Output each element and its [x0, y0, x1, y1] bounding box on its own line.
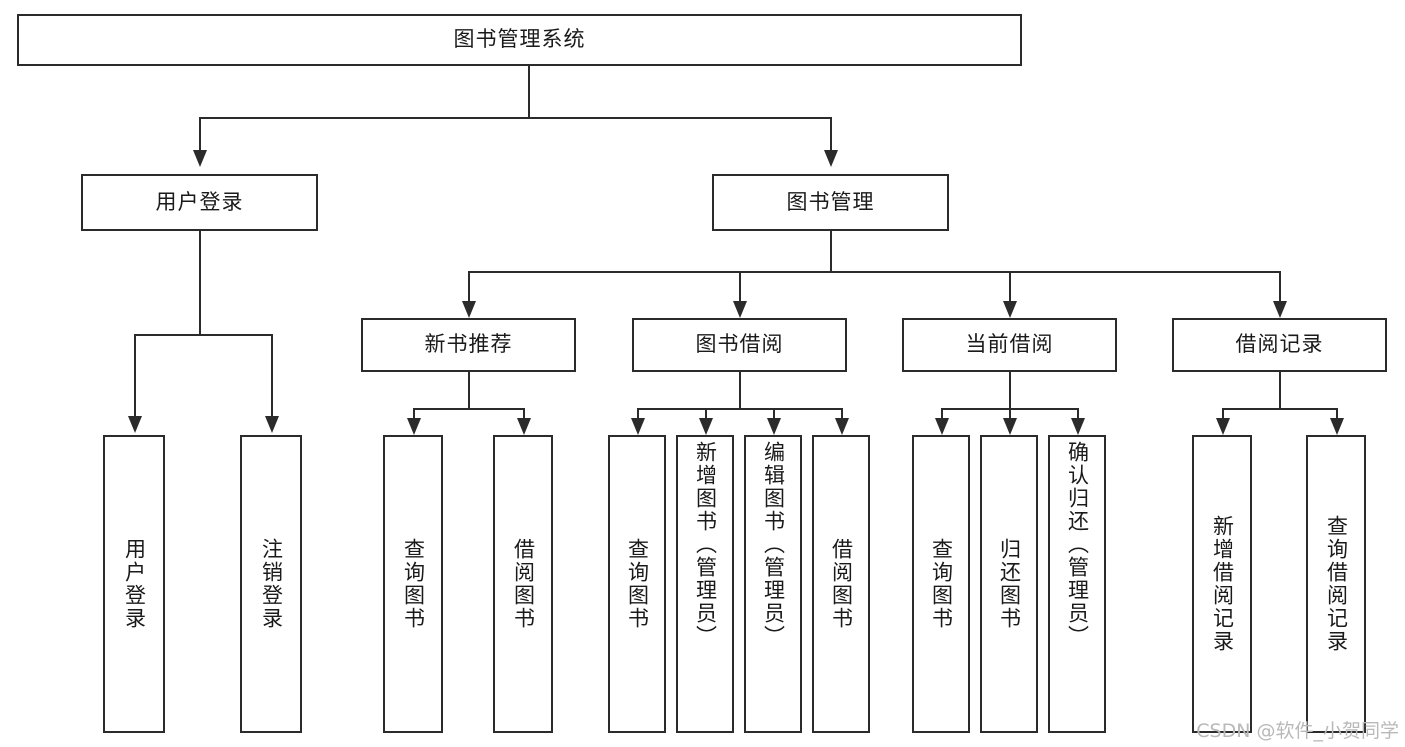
leaf-cb-query-book[interactable]: 查询图书 [912, 435, 970, 733]
connector-current-borrow-stem [1009, 372, 1011, 410]
leaf-label: 用户登录 [122, 538, 147, 630]
arrowhead-br-query [1330, 418, 1344, 435]
connector-drop-bb-add [705, 408, 707, 424]
connector-drop-bb-query [637, 408, 639, 424]
leaf-label: 查询借阅记录 [1324, 515, 1349, 653]
node-label: 借阅记录 [1235, 332, 1324, 357]
arrowhead-book-borrow [733, 301, 747, 318]
leaf-br-query-record[interactable]: 查询借阅记录 [1306, 435, 1366, 733]
node-label: 图书借阅 [695, 332, 784, 357]
connector-drop-user-login [199, 117, 201, 152]
node-label: 当前借阅 [965, 332, 1054, 357]
connector-drop-new-book [468, 271, 470, 303]
arrowhead-cb-confirm [1071, 418, 1085, 435]
leaf-logout[interactable]: 注销登录 [240, 435, 302, 733]
arrowhead-cb-return [1003, 418, 1017, 435]
arrowhead-user-login [193, 150, 207, 167]
leaf-label: 编辑图书（管理员） [761, 441, 786, 648]
node-root-system[interactable]: 图书管理系统 [17, 14, 1022, 66]
leaf-bb-query-book[interactable]: 查询图书 [608, 435, 666, 733]
node-book-borrow[interactable]: 图书借阅 [632, 318, 847, 372]
connector-level1-bus [199, 117, 831, 119]
arrowhead-current-borrow [1003, 301, 1017, 318]
connector-drop-cb-return [1009, 408, 1011, 424]
node-label: 新书推荐 [424, 332, 513, 357]
connector-new-book-bus [413, 408, 524, 410]
leaf-label: 注销登录 [259, 538, 284, 630]
connector-borrow-record-stem [1279, 372, 1281, 410]
connector-drop-leaf-user-login [134, 334, 136, 418]
connector-drop-leaf-logout [271, 334, 273, 418]
leaf-label: 新增图书（管理员） [693, 441, 718, 648]
connector-drop-nb-borrow [523, 408, 525, 424]
connector-book-borrow-stem [739, 372, 741, 410]
leaf-nb-query-book[interactable]: 查询图书 [383, 435, 443, 733]
arrowhead-cb-query [935, 418, 949, 435]
connector-drop-nb-query [413, 408, 415, 424]
arrowhead-bb-query [631, 418, 645, 435]
arrowhead-borrow-record [1273, 301, 1287, 318]
connector-root-stem [528, 66, 530, 118]
arrowhead-bb-borrow [835, 418, 849, 435]
connector-drop-bb-edit [773, 408, 775, 424]
connector-new-book-stem [468, 372, 470, 410]
connector-drop-current-borrow [1009, 271, 1011, 303]
leaf-label: 新增借阅记录 [1210, 515, 1235, 653]
leaf-user-login[interactable]: 用户登录 [103, 435, 165, 733]
connector-drop-bb-borrow [841, 408, 843, 424]
arrowhead-nb-borrow [517, 418, 531, 435]
node-label: 用户登录 [155, 189, 244, 214]
node-label: 图书管理系统 [453, 27, 586, 52]
leaf-label: 借阅图书 [829, 538, 854, 630]
connector-drop-book-manage [830, 117, 832, 152]
leaf-label: 查询图书 [929, 538, 954, 630]
arrowhead-leaf-user-login [128, 416, 142, 433]
leaf-label: 归还图书 [997, 538, 1022, 630]
connector-book-borrow-bus [637, 408, 843, 410]
connector-drop-book-borrow [739, 271, 741, 303]
connector-user-login-stem [199, 231, 201, 335]
node-label: 图书管理 [786, 189, 875, 214]
leaf-label: 查询图书 [401, 538, 426, 630]
node-book-manage[interactable]: 图书管理 [712, 174, 949, 231]
connector-drop-borrow-record [1279, 271, 1281, 303]
node-new-book-recommend[interactable]: 新书推荐 [361, 318, 576, 372]
connector-drop-br-add [1222, 408, 1224, 424]
arrowhead-bb-add [699, 418, 713, 435]
connector-drop-cb-confirm [1077, 408, 1079, 424]
leaf-br-add-record[interactable]: 新增借阅记录 [1192, 435, 1252, 733]
arrowhead-new-book [462, 301, 476, 318]
node-current-borrow[interactable]: 当前借阅 [902, 318, 1117, 372]
arrowhead-leaf-logout [265, 416, 279, 433]
arrowhead-nb-query [407, 418, 421, 435]
csdn-watermark: CSDN @软件_小贺同学 [1196, 720, 1399, 742]
connector-level2-bus [468, 271, 1280, 273]
connector-borrow-record-bus [1222, 408, 1337, 410]
leaf-bb-borrow-book[interactable]: 借阅图书 [812, 435, 870, 733]
leaf-cb-confirm-return[interactable]: 确认归还（管理员） [1048, 435, 1106, 733]
connector-book-manage-stem [830, 231, 832, 273]
leaf-bb-edit-book[interactable]: 编辑图书（管理员） [744, 435, 802, 733]
connector-user-login-bus [134, 334, 272, 336]
connector-drop-br-query [1336, 408, 1338, 424]
node-user-login[interactable]: 用户登录 [81, 174, 318, 231]
node-borrow-record[interactable]: 借阅记录 [1172, 318, 1387, 372]
leaf-bb-add-book[interactable]: 新增图书（管理员） [676, 435, 734, 733]
leaf-label: 借阅图书 [511, 538, 536, 630]
arrowhead-book-manage [824, 150, 838, 167]
leaf-cb-return-book[interactable]: 归还图书 [980, 435, 1038, 733]
arrowhead-br-add [1216, 418, 1230, 435]
leaf-label: 查询图书 [625, 538, 650, 630]
leaf-nb-borrow-book[interactable]: 借阅图书 [493, 435, 553, 733]
connector-drop-cb-query [941, 408, 943, 424]
arrowhead-bb-edit [767, 418, 781, 435]
leaf-label: 确认归还（管理员） [1065, 441, 1090, 648]
